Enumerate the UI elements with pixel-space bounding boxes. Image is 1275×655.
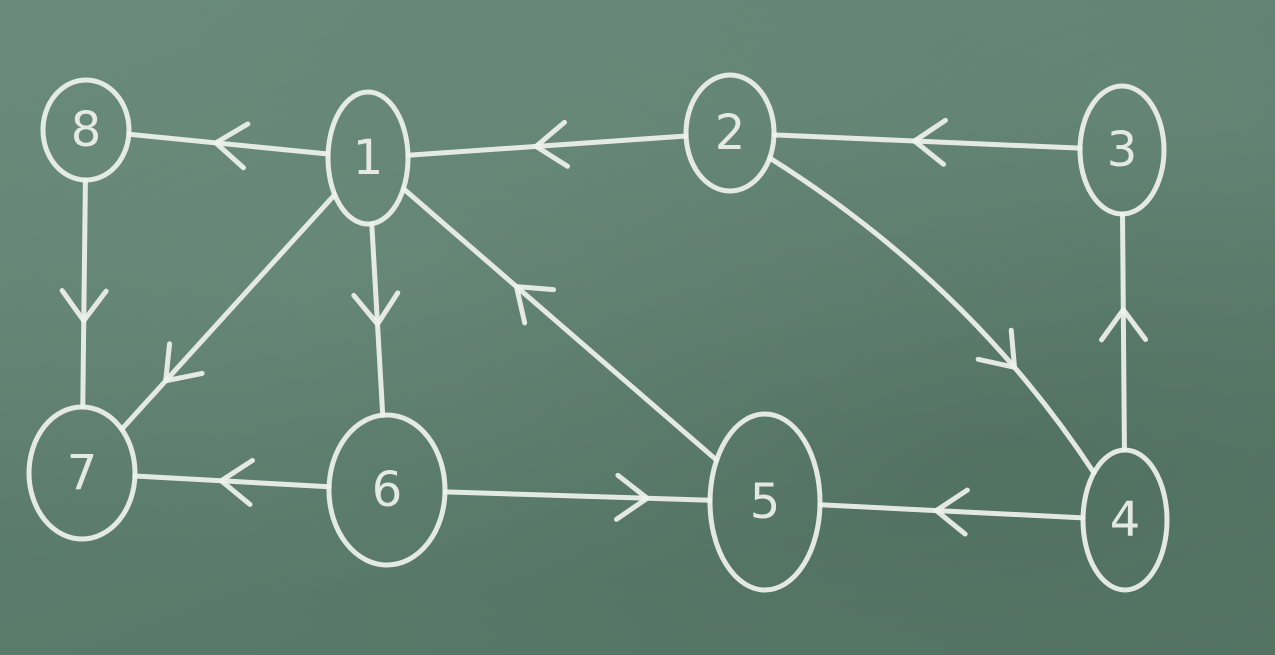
node-circle	[1080, 447, 1170, 593]
edge-line	[400, 186, 720, 463]
nodes-layer: 1 2 3 4 5 6 7 8	[26, 72, 1170, 593]
arrowhead-icon	[218, 457, 255, 507]
node-label: 8	[71, 102, 102, 158]
edge-1-to-7	[119, 192, 338, 432]
node-label: 1	[353, 130, 384, 186]
edge-1-to-8	[126, 121, 331, 171]
node-circle	[325, 89, 411, 227]
node-circle	[1077, 83, 1167, 217]
edge-6-to-7	[132, 457, 332, 507]
node-4: 4	[1080, 447, 1170, 593]
node-3: 3	[1077, 83, 1167, 217]
edge-8-to-7	[59, 177, 109, 410]
node-2: 2	[683, 72, 777, 194]
node-label: 6	[372, 462, 403, 518]
edge-4-to-3	[1099, 211, 1149, 453]
node-circle	[707, 411, 823, 593]
edge-line	[80, 177, 88, 410]
node-1: 1	[325, 89, 411, 227]
node-label: 7	[67, 445, 98, 501]
edge-2-to-1	[405, 119, 689, 169]
node-circle	[40, 77, 132, 183]
arrowhead-icon	[163, 341, 205, 384]
arrowhead-icon	[533, 119, 570, 169]
edge-5-to-1	[400, 186, 720, 463]
arrowhead-icon	[213, 121, 251, 171]
node-circle	[326, 412, 448, 568]
node-label: 2	[715, 105, 746, 161]
edge-line	[126, 131, 331, 157]
node-circle	[683, 72, 777, 194]
edge-4-to-5	[817, 487, 1086, 537]
edge-line	[442, 489, 713, 503]
arrowhead-icon	[912, 117, 948, 167]
edges-layer	[59, 117, 1149, 537]
edge-3-to-2	[771, 117, 1083, 167]
edge-2-to-4	[767, 155, 1097, 476]
edge-line	[119, 192, 338, 432]
node-7: 7	[26, 404, 138, 542]
node-label: 5	[750, 474, 781, 530]
arrowhead-icon	[59, 288, 109, 324]
arrowhead-icon	[933, 487, 970, 537]
edge-line	[1120, 211, 1127, 453]
node-5: 5	[707, 411, 823, 593]
edge-line	[132, 473, 332, 490]
node-label: 3	[1107, 122, 1138, 178]
edge-line	[405, 133, 689, 158]
edge-line	[771, 132, 1083, 151]
node-8: 8	[40, 77, 132, 183]
edge-1-to-6	[351, 221, 401, 418]
edge-line	[767, 155, 1097, 476]
arrowhead-icon	[1099, 307, 1149, 343]
node-label: 4	[1110, 492, 1141, 548]
arrowhead-icon	[975, 327, 1018, 370]
arrowhead-icon	[351, 290, 401, 327]
edge-6-to-5	[442, 472, 713, 522]
arrowhead-icon	[614, 472, 650, 522]
edge-line	[817, 502, 1086, 521]
node-circle	[26, 404, 138, 542]
node-6: 6	[326, 412, 448, 568]
arrowhead-icon	[513, 284, 556, 326]
